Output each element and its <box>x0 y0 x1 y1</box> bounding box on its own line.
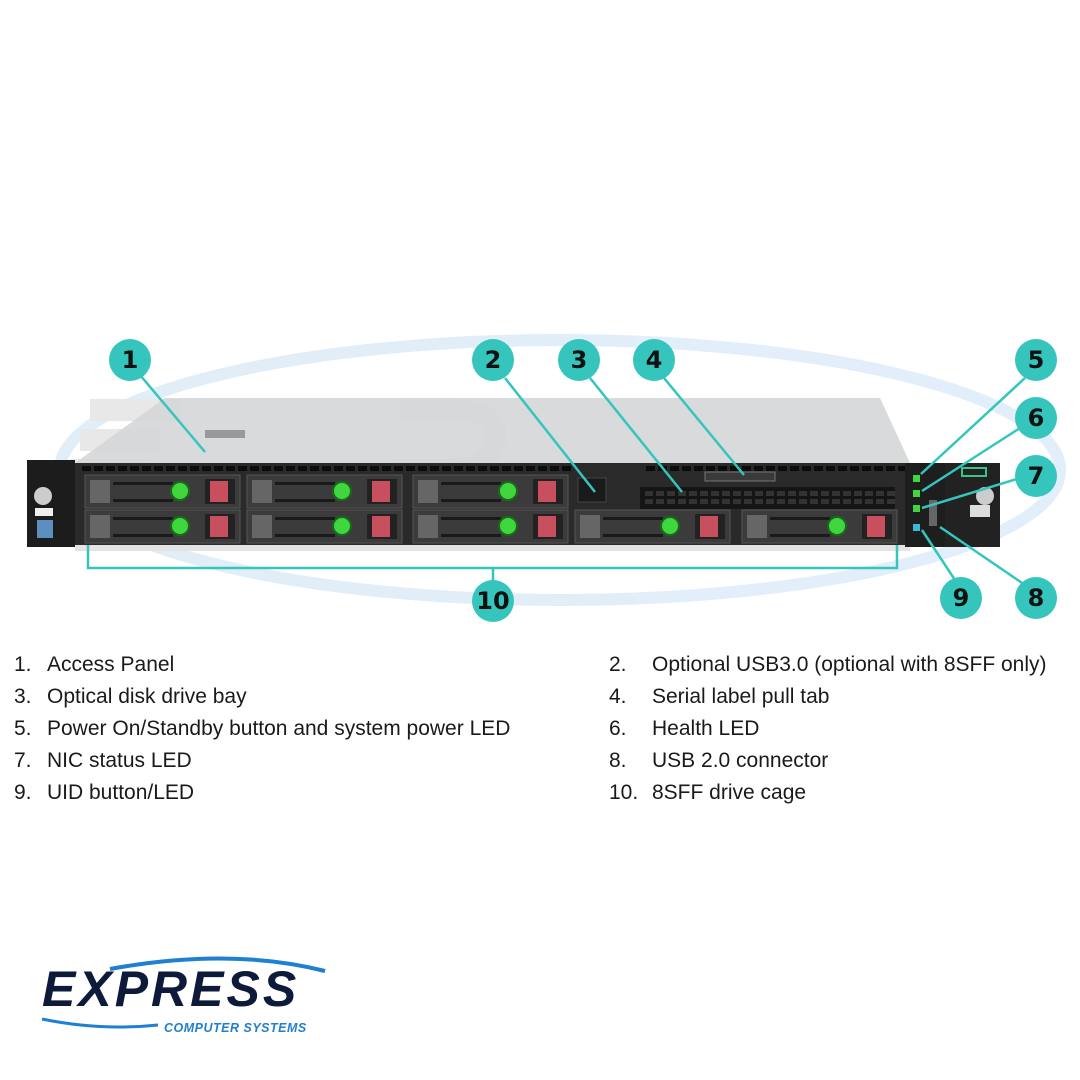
legend-num: 7. <box>14 749 32 772</box>
power-led <box>913 475 920 482</box>
drive-bay <box>574 509 731 544</box>
logo-wordmark: EXPRESS <box>42 961 300 1017</box>
legend-item: 2. Optional USB3.0 (optional with 8SFF on… <box>609 650 1047 682</box>
legend-label: Health LED <box>652 717 760 740</box>
drive-activity-led-icon <box>332 481 352 501</box>
drive-activity-led-icon <box>660 516 680 536</box>
legend-label: Power On/Standby button and system power… <box>47 717 511 740</box>
legend-item: 4. Serial label pull tab <box>609 682 1047 714</box>
legend-item: 1. Access Panel <box>14 650 510 682</box>
drive-activity-led-icon <box>170 481 190 501</box>
legend-label: USB 2.0 connector <box>652 749 829 772</box>
drive-latch <box>210 516 228 537</box>
serial-label-pull-tab <box>704 471 776 482</box>
legend-label: Serial label pull tab <box>652 685 830 708</box>
legend-left: 1.Access Panel 3.Optical disk drive bay … <box>14 650 510 810</box>
lid-latch <box>205 430 245 438</box>
drive-bay <box>246 509 403 544</box>
legend-label: 8SFF drive cage <box>652 781 807 804</box>
legend-label: Access Panel <box>47 653 175 676</box>
drive-activity-led-icon <box>498 516 518 536</box>
drive-latch <box>538 516 556 537</box>
legend-num: 5. <box>14 717 32 740</box>
drive-activity-led-icon <box>170 516 190 536</box>
drive-activity-led-icon <box>332 516 352 536</box>
legend-label: Optional USB3.0 (optional with 8SFF only… <box>652 653 1047 676</box>
optical-drive-bay <box>640 487 895 509</box>
drive-bay <box>84 509 241 544</box>
server-diagram <box>27 334 1066 606</box>
drive-bay <box>246 474 403 509</box>
drive-bay <box>741 509 898 544</box>
legend-item: 6. Health LED <box>609 714 1047 746</box>
legend-label: Optical disk drive bay <box>47 685 247 708</box>
legend-right: 2. Optional USB3.0 (optional with 8SFF on… <box>609 650 1047 810</box>
drive-activity-led-icon <box>827 516 847 536</box>
drive-latch <box>700 516 718 537</box>
front-vents <box>82 466 907 471</box>
callout-6: 6 <box>1015 397 1057 439</box>
callout-7: 7 <box>1015 455 1057 497</box>
legend-item: 9. UID button/LED <box>14 778 510 810</box>
drive-latch <box>538 481 556 502</box>
legend-num: 6. <box>609 717 627 740</box>
drive-bay <box>84 474 241 509</box>
legend-num: 1. <box>14 653 32 676</box>
callout-4: 4 <box>633 339 675 381</box>
legend-item: 8. USB 2.0 connector <box>609 746 1047 778</box>
nic-led <box>913 505 920 512</box>
drive-latch <box>372 516 390 537</box>
health-led <box>913 490 920 497</box>
drive-bay <box>412 474 569 509</box>
access-panel <box>75 398 910 463</box>
legend-item: 3. Optical disk drive bay <box>14 682 510 714</box>
callout-2: 2 <box>472 339 514 381</box>
logo-subtitle: COMPUTER SYSTEMS <box>164 1021 307 1035</box>
legend-num: 2. <box>609 653 627 676</box>
drive-latch <box>867 516 885 537</box>
legend-label: UID button/LED <box>47 781 195 804</box>
leader-lines <box>86 374 1026 587</box>
drive-latch <box>210 481 228 502</box>
drive-latch <box>372 481 390 502</box>
legend-num: 4. <box>609 685 627 708</box>
callout-10: 10 <box>472 580 514 622</box>
logo-swoosh <box>41 956 326 1029</box>
callout-1: 1 <box>109 339 151 381</box>
legend-num: 10. <box>609 781 639 804</box>
legend-item: 5. Power On/Standby button and system pow… <box>14 714 510 746</box>
callout-3: 3 <box>558 339 600 381</box>
callout-5: 5 <box>1015 339 1057 381</box>
uid-led <box>913 524 920 531</box>
drive-cage <box>84 474 898 544</box>
legend-item: 7. NIC status LED <box>14 746 510 778</box>
usb2-connector <box>929 500 937 526</box>
legend-num: 8. <box>609 749 627 772</box>
legend-label: NIC status LED <box>47 749 192 772</box>
legend-item: 10. 8SFF drive cage <box>609 778 1047 810</box>
legend-num: 3. <box>14 685 32 708</box>
legend-num: 9. <box>14 781 32 804</box>
callout-8: 8 <box>1015 577 1057 619</box>
drive-bay <box>412 509 569 544</box>
drive-activity-led-icon <box>498 481 518 501</box>
callout-9: 9 <box>940 577 982 619</box>
express-logo: EXPRESS COMPUTER SYSTEMS <box>40 955 340 1045</box>
